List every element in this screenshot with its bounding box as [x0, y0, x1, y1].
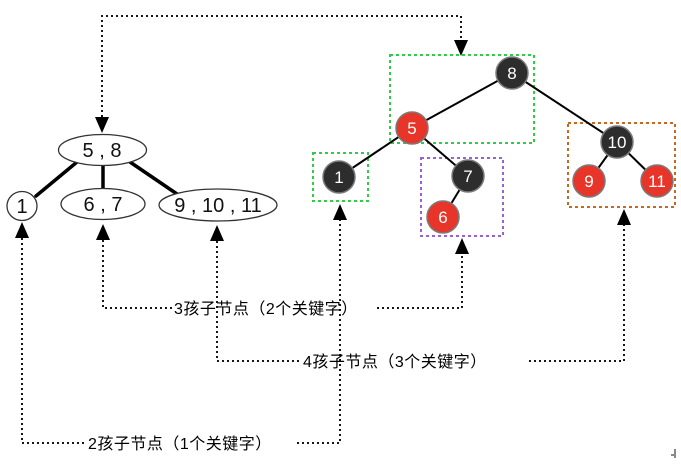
arrow-down-btree-root-icon — [95, 117, 109, 133]
btree-node-9-10-11-label: 9 , 10 , 11 — [174, 195, 261, 217]
btree-node-6-7-label: 6 , 7 — [84, 194, 123, 216]
rb-node-8 — [495, 56, 529, 90]
rb-node-6-label: 6 — [438, 208, 447, 227]
rb-node-1-label: 1 — [334, 168, 343, 187]
rb-node-1 — [322, 160, 356, 194]
group-box-1 — [312, 152, 369, 202]
arrow-up-btree-6-7-icon — [96, 224, 110, 240]
corner-artifact — [671, 449, 676, 458]
annotation-2-child: 2孩子节点（1个关键字） — [88, 435, 272, 453]
connector-2child-left — [21, 238, 86, 444]
connector-3child-right — [377, 254, 463, 309]
btree-node-1-label: 1 — [16, 196, 27, 218]
arrow-down-rb-root-group-icon — [454, 40, 468, 56]
btree-node-6-7 — [60, 187, 146, 221]
rb-node-6 — [426, 200, 460, 234]
btree-edge-root-1 — [34, 160, 79, 198]
arrow-up-group-10-9-11-icon — [617, 209, 631, 225]
btree-node-1 — [6, 190, 38, 222]
rb-node-11 — [640, 164, 674, 198]
connector-4child-right — [529, 225, 625, 362]
arrow-up-btree-9-10-11-icon — [210, 225, 224, 241]
rb-node-5-label: 5 — [407, 119, 416, 138]
rb-node-7 — [451, 159, 485, 193]
rb-node-9 — [572, 164, 606, 198]
arrow-up-btree-1-icon — [15, 222, 29, 238]
rb-node-5 — [395, 111, 429, 145]
rb-node-10 — [600, 125, 634, 159]
connector-2child-right — [297, 220, 341, 444]
btree-node-5-8-label: 5 , 8 — [83, 140, 122, 162]
connector-3child-left — [102, 240, 172, 309]
connector-root-link — [101, 15, 462, 117]
annotation-4-child: 4孩子节点（3个关键字） — [303, 353, 487, 371]
rb-node-9-label: 9 — [584, 172, 593, 191]
rb-node-10-label: 10 — [608, 133, 627, 152]
annotation-3-child: 3孩子节点（2个关键字） — [174, 300, 358, 318]
group-box-root-8-5 — [389, 54, 535, 144]
rb-node-7-label: 7 — [463, 167, 472, 186]
connector-4child-left — [216, 241, 300, 362]
btree-node-9-10-11 — [158, 188, 278, 222]
arrow-up-group-7-6-icon — [455, 238, 469, 254]
rb-node-8-label: 8 — [507, 64, 516, 83]
rb-node-11-label: 11 — [648, 172, 666, 191]
arrow-up-group-1-icon — [333, 204, 347, 220]
group-box-7-6 — [420, 157, 504, 237]
btree-node-5-8 — [57, 133, 148, 167]
rb-edge-8-5 — [411, 72, 513, 129]
btree-edge-root-9-10-11 — [128, 160, 179, 196]
rb-edge-8-10 — [511, 72, 618, 143]
